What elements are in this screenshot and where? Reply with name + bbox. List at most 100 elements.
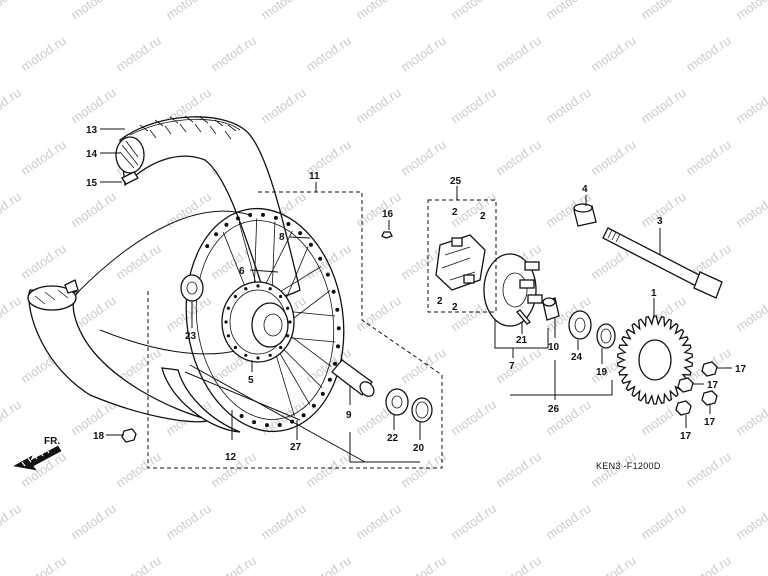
watermark-text: motod.ru — [683, 553, 734, 576]
rim-hole — [333, 361, 337, 366]
callout-17-b: 17 — [707, 380, 719, 391]
watermark-text: motod.ru — [493, 33, 544, 75]
watermark-text: motod.ru — [493, 449, 544, 491]
callout-24: 24 — [571, 352, 583, 363]
watermark-text: motod.ru — [353, 189, 404, 231]
rim-hole — [335, 307, 340, 312]
tube-valve — [121, 171, 139, 185]
watermark-text: motod.ru — [303, 553, 354, 576]
watermark-text: motod.ru — [638, 85, 689, 127]
rim-hole — [301, 413, 306, 418]
dust-seal — [411, 397, 433, 423]
inner-tube — [115, 136, 145, 174]
watermark-text: motod.ru — [733, 189, 768, 231]
spoke-nut — [121, 428, 137, 443]
watermark-text: motod.ru — [733, 501, 768, 543]
watermark-text: motod.ru — [638, 189, 689, 231]
rim-hole — [336, 344, 340, 349]
rim-hole — [318, 256, 323, 261]
watermark-text: motod.ru — [493, 345, 544, 387]
watermark-text: motod.ru — [0, 85, 24, 127]
callout-2-top-right: 2 — [480, 211, 486, 222]
watermark-text: motod.ru — [353, 85, 404, 127]
watermark-text: motod.ru — [493, 137, 544, 179]
watermark-text: motod.ru — [0, 0, 24, 22]
watermark-text: motod.ru — [733, 0, 768, 22]
callout-12: 12 — [225, 452, 237, 463]
rim-hole — [286, 222, 291, 226]
watermark-text: motod.ru — [638, 0, 689, 22]
hub-hole — [256, 356, 260, 360]
callout-4: 4 — [582, 184, 588, 195]
watermark-text: motod.ru — [588, 33, 639, 75]
flange-seal — [596, 323, 616, 349]
watermark-text: motod.ru — [448, 85, 499, 127]
rim-hole — [248, 213, 253, 217]
callout-26: 26 — [548, 404, 560, 415]
watermark-text: motod.ru — [543, 501, 594, 543]
callout-13: 13 — [86, 125, 98, 136]
rim-hole — [320, 391, 325, 396]
watermark-text: motod.ru — [113, 241, 164, 283]
watermark-text: motod.ru — [113, 553, 164, 576]
callout-2-bottom-left: 2 — [437, 296, 443, 307]
rim-hole — [331, 289, 336, 294]
rim-hole — [336, 326, 341, 331]
watermark-text: motod.ru — [258, 0, 309, 22]
watermark-text: motod.ru — [543, 0, 594, 22]
watermark-text: motod.ru — [543, 397, 594, 439]
watermark-text: motod.ru — [0, 189, 24, 231]
callout-9: 9 — [346, 410, 352, 421]
rim-hole — [224, 222, 229, 227]
hub-hole — [226, 334, 230, 338]
front-direction-arrow — [13, 445, 62, 471]
wheel-hub — [221, 281, 295, 363]
callout-10: 10 — [548, 342, 560, 353]
watermark-text: motod.ru — [303, 33, 354, 75]
watermark-text: motod.ru — [353, 0, 404, 22]
watermark-text: motod.ru — [258, 501, 309, 543]
watermark-text: motod.ru — [638, 501, 689, 543]
watermark-text: motod.ru — [588, 553, 639, 576]
watermark-text: motod.ru — [18, 553, 69, 576]
axle-collar — [573, 203, 597, 227]
watermark-text: motod.ru — [493, 553, 544, 576]
rim-hole — [235, 216, 240, 221]
watermark-text: motod.ru — [398, 449, 449, 491]
watermark-text: motod.ru — [0, 397, 24, 439]
watermark-text: motod.ru — [68, 0, 119, 22]
rim-hole — [214, 232, 219, 237]
callout-6: 6 — [239, 266, 245, 277]
rim-hole — [298, 231, 303, 236]
hub-hole — [244, 287, 248, 291]
rim-hole — [265, 423, 269, 428]
hub-hole — [286, 306, 290, 310]
rim-spoke-holes — [205, 212, 341, 428]
flange-bearing — [568, 310, 592, 340]
watermark-text: motod.ru — [0, 501, 24, 543]
callout-27: 27 — [290, 442, 302, 453]
rim-hole — [277, 423, 282, 427]
diagram-reference-code: KEN3 -F1200D — [596, 461, 661, 471]
watermark-text: motod.ru — [448, 501, 499, 543]
sprocket-nuts — [675, 361, 718, 416]
watermark-text: motod.ru — [733, 293, 768, 335]
rim-hole — [239, 414, 244, 418]
watermark-text: motod.ru — [543, 85, 594, 127]
hub-hole — [268, 353, 272, 357]
watermark-text: motod.ru — [258, 85, 309, 127]
watermark-text: motod.ru — [113, 449, 164, 491]
distance-collar — [331, 359, 375, 397]
callout-17-d: 17 — [680, 431, 692, 442]
watermark-text: motod.ru — [163, 189, 214, 231]
rim-hole — [308, 242, 313, 247]
rim-hole — [311, 403, 316, 408]
leader-lines — [100, 128, 732, 469]
callout-3: 3 — [657, 216, 663, 227]
watermark-text: motod.ru — [588, 137, 639, 179]
bearing-right — [385, 388, 409, 416]
driven-flange — [483, 253, 543, 327]
watermark-text: motod.ru — [18, 137, 69, 179]
rim-strip — [161, 367, 241, 433]
